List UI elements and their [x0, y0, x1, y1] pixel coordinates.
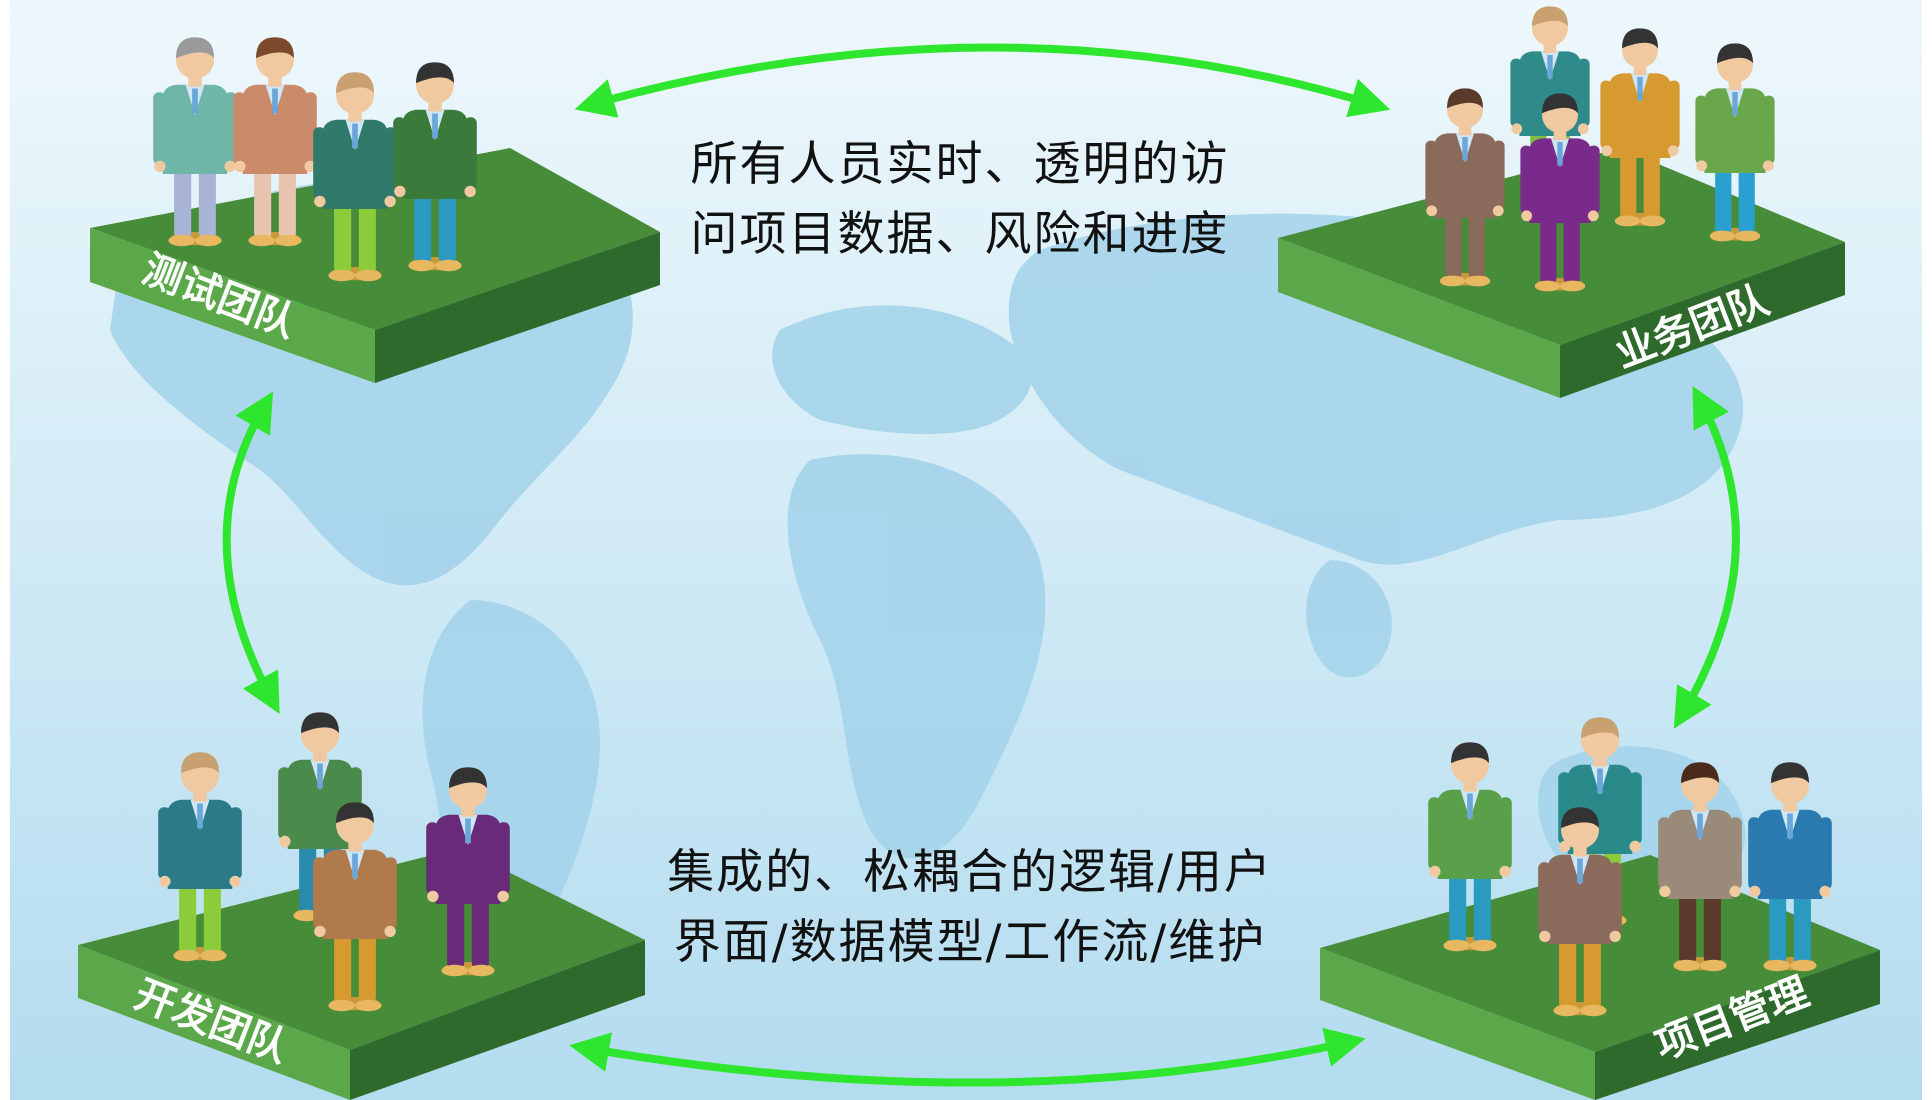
- person-figure: [1538, 807, 1622, 1017]
- person-figure: [1428, 742, 1512, 952]
- person-figure: [1658, 762, 1742, 972]
- arrow-test-dev: [222, 391, 280, 715]
- caption-bottom-line1: 集成的、松耦合的逻辑/用户: [667, 845, 1273, 900]
- person-figure: [313, 72, 397, 282]
- person-figure: [1520, 93, 1600, 292]
- caption-bottom: 集成的、松耦合的逻辑/用户 界面/数据模型/工作流/维护: [640, 838, 1300, 978]
- person-figure: [153, 37, 237, 247]
- caption-bottom-line2: 界面/数据模型/工作流/维护: [673, 915, 1267, 970]
- person-figure: [158, 752, 242, 962]
- caption-top: 所有人员实时、透明的访 问项目数据、风险和进度: [640, 130, 1280, 270]
- arrow-test-business: [574, 43, 1391, 118]
- person-figure: [1600, 28, 1680, 227]
- caption-top-line2: 问项目数据、风险和进度: [690, 207, 1230, 262]
- arrow-dev-pm: [569, 1027, 1366, 1087]
- person-figure: [1695, 43, 1775, 242]
- person-figure: [393, 62, 477, 272]
- person-figure: [1748, 762, 1832, 972]
- caption-top-line1: 所有人员实时、透明的访: [690, 137, 1230, 192]
- person-figure: [313, 802, 397, 1012]
- person-figure: [1425, 88, 1505, 287]
- platform-business: 业务团队: [1278, 148, 1845, 398]
- person-figure: [426, 767, 510, 977]
- arrow-business-pm: [1673, 385, 1740, 729]
